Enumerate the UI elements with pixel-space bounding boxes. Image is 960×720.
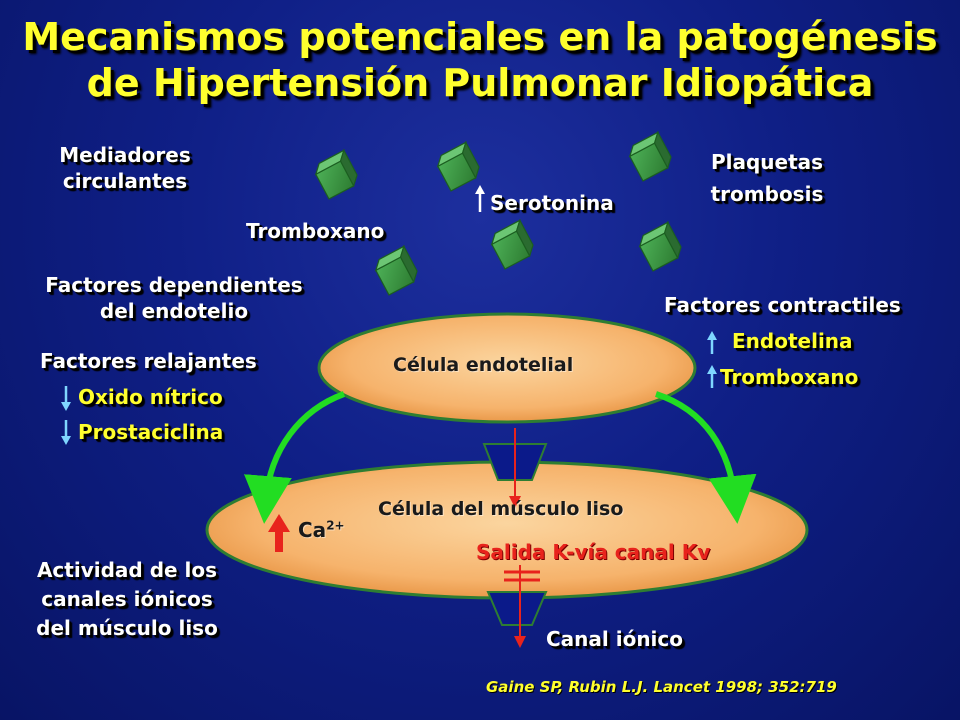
calcium-label: Ca2+ [298,518,345,542]
platelet-cube [628,130,672,182]
endothelial-cell [317,312,697,424]
platelet-cube [314,148,358,200]
k-efflux-label: Salida K-vía canal Kv [476,540,711,564]
citation: Gaine SP, Rubin L.J. Lancet 1998; 352:71… [486,678,837,696]
relaxing-factors-label: Factores relajantes [40,349,257,373]
thromboxane-circulating-label: Tromboxano [246,219,385,243]
mediators-line-2: circulantes [62,169,188,193]
prostacyclin-down-arrowhead [61,436,71,445]
contractile-factors-label: Factores contractiles [664,293,901,317]
no-down-arrowhead [61,402,71,411]
mediators-label: Mediadores circulantes [40,142,210,194]
activity-line-1: Actividad de los [36,558,218,582]
thromboxane-up-arrowhead [707,365,717,374]
ion-channel-label: Canal iónico [546,627,684,651]
platelets-label: Plaquetas trombosis [692,146,842,210]
mediators-line-1: Mediadores [59,143,191,167]
thromboxane-contractile-label: Tromboxano [720,365,859,389]
ca-arrow-head [268,514,290,532]
title-line-2: de Hipertensión Pulmonar Idiopática [86,61,874,105]
calcium-charge: 2+ [326,518,345,533]
platelets-line-2: trombosis [710,182,824,206]
red-arrowhead-top [509,496,521,508]
title-line-1: Mecanismos potenciales en la patogénesis [22,15,938,59]
serotonin-up-arrowhead [475,185,485,194]
platelet-cube [374,244,418,296]
endothelium-factors-label: Factores dependientes del endotelio [14,272,334,324]
platelets-line-1: Plaquetas [710,150,824,174]
page-title: Mecanismos potenciales en la patogénesis… [0,14,960,106]
platelet-cube [490,218,534,270]
ion-channel-activity-label: Actividad de los canales iónicos del mús… [12,556,242,643]
nitric-oxide-label: Oxido nítrico [78,385,223,409]
channel-lower [486,591,548,626]
smooth-muscle-cell-label: Célula del músculo liso [378,498,624,520]
calcium-symbol: Ca [298,518,327,542]
platelet-cube [638,220,682,272]
prostacyclin-label: Prostaciclina [78,420,224,444]
endothelium-factors-line-1: Factores dependientes [45,273,303,297]
red-arrowhead-bottom [514,636,526,648]
endothelin-up-arrowhead [707,331,717,340]
platelet-cube [436,140,480,192]
green-arrow-left [244,391,346,524]
activity-line-3: del músculo liso [36,616,218,640]
endothelial-cell-label: Célula endotelial [393,354,574,376]
green-arrow-right [655,391,757,524]
smooth-muscle-cell [205,460,809,600]
endothelin-label: Endotelina [732,329,853,353]
activity-line-2: canales iónicos [41,587,213,611]
endothelium-factors-line-2: del endotelio [99,299,249,323]
serotonin-label: Serotonina [490,191,614,215]
